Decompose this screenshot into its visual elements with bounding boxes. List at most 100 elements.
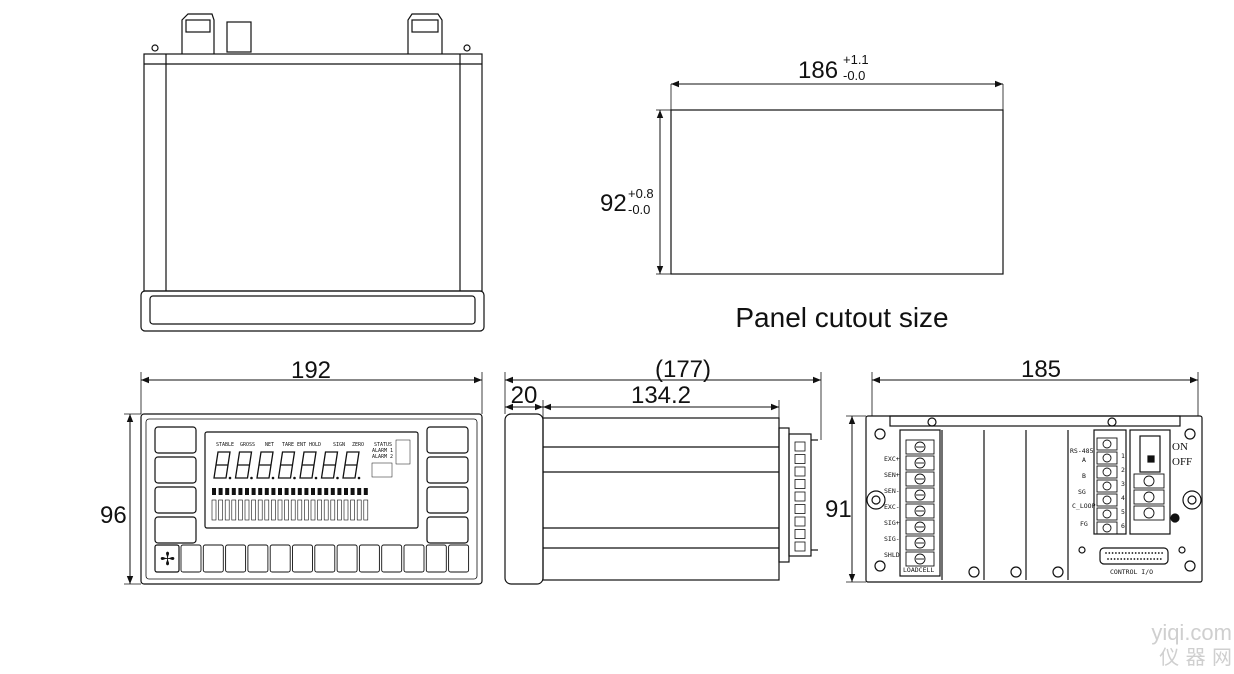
bottom-key bbox=[336, 544, 358, 573]
connector-pin bbox=[1110, 558, 1113, 560]
bar-segment bbox=[324, 488, 329, 495]
bottom-key bbox=[202, 544, 224, 573]
move-arrows-icon: ✢ bbox=[160, 549, 175, 569]
cutout-width-value: 186 bbox=[798, 57, 838, 84]
terminal-screw bbox=[1143, 475, 1155, 487]
bar-segment bbox=[245, 488, 249, 495]
bar-segment bbox=[244, 499, 250, 521]
lcd-bargraph bbox=[211, 488, 369, 521]
lcd-label: STABLE bbox=[216, 442, 234, 448]
terminal-screw bbox=[1102, 509, 1112, 519]
lcd-label: ZERO bbox=[352, 442, 364, 448]
connector-pin bbox=[1113, 558, 1116, 560]
bar-segment bbox=[304, 488, 309, 495]
terminal-screw bbox=[914, 473, 926, 485]
terminal-label: SHLD bbox=[884, 551, 900, 559]
bar-segment bbox=[363, 488, 368, 495]
terminal-cell bbox=[1096, 465, 1118, 479]
decimal-point bbox=[357, 476, 361, 480]
bar-segment bbox=[290, 499, 296, 521]
watermark-cn: 仪 器 网 bbox=[1159, 645, 1232, 669]
terminal-label: FG bbox=[1080, 520, 1088, 528]
terminal-cell bbox=[1096, 437, 1118, 451]
terminal-number: 5 bbox=[1121, 508, 1125, 516]
terminal-screw bbox=[914, 457, 926, 469]
connector-pin bbox=[1124, 552, 1127, 554]
terminal-cell bbox=[905, 439, 935, 455]
terminal-cell bbox=[1133, 473, 1165, 489]
watermark-url: yiqi.com bbox=[1151, 620, 1232, 645]
bottom-key bbox=[403, 544, 425, 573]
terminal-screw bbox=[914, 505, 926, 517]
bar-segment bbox=[337, 499, 342, 521]
terminal-cell bbox=[1096, 493, 1118, 507]
bottom-key bbox=[269, 544, 291, 573]
terminal-cell bbox=[905, 455, 935, 471]
bar-segment bbox=[264, 488, 269, 495]
bottom-key bbox=[425, 544, 447, 573]
bar-segment bbox=[264, 499, 270, 521]
cutout-width-tol-plus: +1.1 bbox=[843, 52, 869, 67]
lcd-label: SIGN bbox=[333, 442, 345, 448]
seven-segment-digit bbox=[342, 451, 360, 479]
control-io-label: CONTROL I/O bbox=[1110, 568, 1153, 576]
bottom-key bbox=[314, 544, 336, 573]
terminal-cell bbox=[905, 519, 935, 535]
terminal-screw bbox=[1143, 491, 1155, 503]
connector-pin bbox=[1159, 558, 1162, 560]
connector-pin bbox=[1144, 552, 1147, 554]
side-view: (177) 20 134.2 bbox=[504, 356, 822, 585]
connector-pin bbox=[1156, 558, 1159, 560]
terminal-screw bbox=[1143, 507, 1155, 519]
rear-height-value: 91 bbox=[825, 496, 852, 523]
bar-segment bbox=[211, 499, 217, 521]
bar-segment bbox=[304, 499, 309, 521]
connector-pin bbox=[1143, 558, 1146, 560]
terminal-label: SEN- bbox=[884, 487, 900, 495]
terminal-label: SG bbox=[1078, 488, 1086, 496]
terminal-screw bbox=[914, 553, 926, 565]
seven-segment-digit bbox=[234, 451, 253, 479]
bar-segment bbox=[291, 488, 296, 495]
bar-segment bbox=[277, 499, 283, 521]
terminal-screw bbox=[914, 441, 926, 453]
bar-segment bbox=[350, 499, 355, 521]
side-terminal bbox=[794, 529, 806, 539]
bar-segment bbox=[238, 488, 243, 495]
terminal-label: C_LOOP bbox=[1072, 502, 1096, 510]
cutout-caption: Panel cutout size bbox=[735, 302, 948, 333]
connector-pin bbox=[1151, 552, 1154, 554]
connector-pin bbox=[1134, 552, 1137, 554]
terminal-cell bbox=[1133, 505, 1165, 521]
terminal-screw bbox=[1102, 467, 1112, 477]
bar-segment bbox=[311, 488, 315, 495]
bar-segment bbox=[343, 499, 349, 521]
bottom-key bbox=[247, 544, 269, 573]
lcd-label: STATUS bbox=[374, 442, 392, 448]
bar-segment bbox=[231, 499, 237, 521]
terminal-screw bbox=[914, 521, 926, 533]
side-terminal bbox=[794, 466, 806, 477]
connector-pin bbox=[1130, 558, 1132, 560]
connector-pin bbox=[1123, 558, 1126, 560]
power-on-label: ON bbox=[1172, 441, 1188, 453]
bar-segment bbox=[218, 488, 223, 495]
bar-segment bbox=[284, 488, 289, 495]
terminal-cell bbox=[1096, 451, 1118, 465]
decimal-point bbox=[228, 476, 232, 480]
rear-width-value: 185 bbox=[1021, 356, 1061, 383]
connector-pin bbox=[1157, 552, 1160, 554]
connector-pin bbox=[1117, 558, 1119, 560]
connector-pin bbox=[1108, 552, 1111, 554]
terminal-label: SIG+ bbox=[884, 519, 900, 527]
bar-segment bbox=[356, 499, 362, 521]
lcd-label: GROSS bbox=[240, 442, 255, 448]
seven-segment-digits bbox=[213, 451, 361, 480]
connector-pin bbox=[1118, 552, 1121, 554]
bar-segment bbox=[310, 499, 316, 521]
lcd-label: TARE ENT bbox=[282, 442, 306, 448]
bar-segment bbox=[271, 488, 276, 495]
decimal-point bbox=[314, 476, 318, 480]
terminal-number: 2 bbox=[1121, 466, 1125, 474]
decimal-point bbox=[250, 476, 253, 480]
